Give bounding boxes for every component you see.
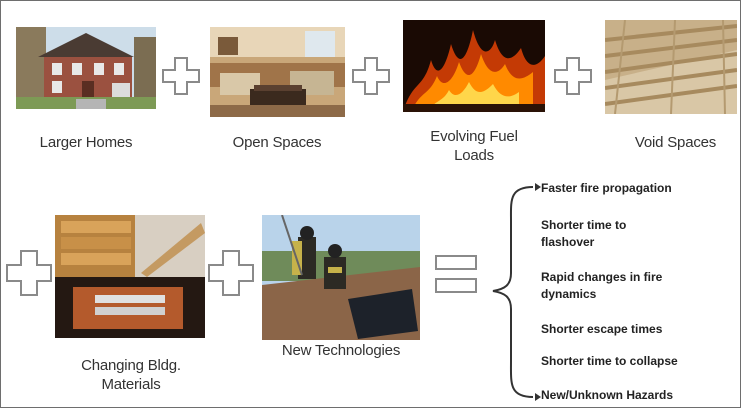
plus-icon: [208, 250, 254, 296]
result-item: New/Unknown Hazards: [541, 388, 674, 402]
plus-icon: [352, 57, 390, 95]
plus-icon: [162, 57, 200, 95]
fire-photo: [403, 20, 545, 112]
brace-icon: [492, 183, 541, 401]
ceiling-joists-photo: [605, 20, 737, 114]
factor-label-new-technologies: New Technologies: [281, 342, 401, 359]
factor-label-evolving-fuel-loads: Evolving Fuel Loads: [430, 128, 518, 164]
firefighters-solar-roof-photo: [262, 215, 420, 340]
factor-label-larger-homes: Larger Homes: [39, 134, 133, 151]
factor-label-void-spaces: Void Spaces: [634, 134, 717, 151]
result-item: Faster fire propagation: [541, 181, 672, 195]
house-photo: [16, 27, 156, 109]
building-materials-photo: [55, 215, 205, 338]
plus-icon: [554, 57, 592, 95]
result-item: Shorter time to flashover: [541, 218, 627, 249]
factor-label-changing-bldg-materials: Changing Bldg. Materials: [81, 357, 181, 393]
equals-icon: [435, 255, 477, 293]
result-item: Shorter time to collapse: [541, 354, 678, 368]
result-item: Shorter escape times: [541, 322, 663, 336]
factor-label-open-spaces: Open Spaces: [232, 134, 322, 151]
living-room-photo: [210, 27, 345, 117]
plus-icon: [6, 250, 52, 296]
result-item: Rapid changes in fire dynamics: [541, 270, 663, 301]
